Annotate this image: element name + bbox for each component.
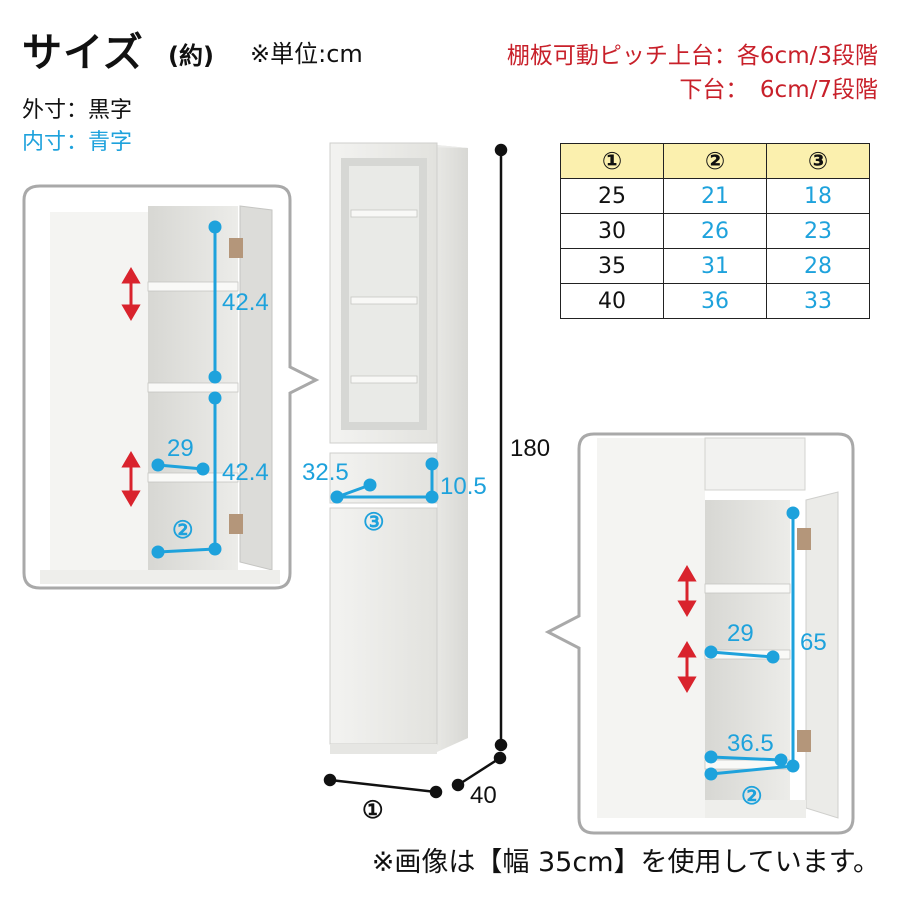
legend-inner: 内寸：青字 bbox=[22, 130, 133, 155]
approx-label: (約) bbox=[168, 42, 214, 70]
hinge-icon bbox=[229, 238, 243, 258]
drawer-width-label: 32.5 bbox=[302, 459, 349, 486]
table-cell: 26 bbox=[663, 213, 767, 249]
panel-cabinet-side bbox=[50, 212, 150, 570]
table-row: 35 31 28 bbox=[560, 248, 870, 284]
table-cell: 33 bbox=[766, 283, 870, 319]
panel-shelf bbox=[147, 281, 239, 292]
table-cell: 28 bbox=[766, 248, 870, 284]
hinge-icon bbox=[797, 528, 811, 550]
zoom-panel-upper bbox=[22, 184, 320, 590]
table-header-row: ① ② ③ bbox=[560, 143, 870, 179]
upper-shelf bbox=[350, 296, 418, 305]
upper-shelf bbox=[350, 209, 418, 218]
glass-inner bbox=[349, 166, 419, 422]
table-cell: 18 bbox=[766, 178, 870, 214]
hinge-icon bbox=[229, 514, 243, 534]
drawer bbox=[329, 452, 438, 504]
plinth bbox=[330, 744, 437, 754]
panel-base bbox=[705, 800, 806, 818]
panel-shelf bbox=[147, 472, 239, 483]
zoom-panel-lower bbox=[544, 432, 855, 835]
panel-dimension-lines bbox=[151, 220, 222, 559]
footer-note: ※画像は【幅 35cm】を使用しています。 bbox=[371, 847, 880, 878]
panel-drawer bbox=[704, 437, 806, 491]
panel-cabinet-side bbox=[597, 438, 705, 818]
table-cell: 30 bbox=[560, 213, 664, 249]
lower-height-label: 65 bbox=[800, 629, 827, 656]
table-cell: 40 bbox=[560, 283, 664, 319]
cabinet-side bbox=[437, 145, 468, 752]
adjust-arrow-icon bbox=[677, 565, 697, 693]
panel-open-door bbox=[805, 491, 839, 819]
table-cell: 23 bbox=[766, 213, 870, 249]
upper-marker: ② bbox=[172, 517, 194, 544]
table-cell: 36 bbox=[663, 283, 767, 319]
shelf-pitch-upper: 棚板可動ピッチ上台：各6cm/3段階 bbox=[506, 43, 878, 69]
hinge-icon bbox=[797, 730, 811, 752]
table-row: 40 36 33 bbox=[560, 283, 870, 319]
adjust-arrow-icon bbox=[121, 267, 141, 507]
upper-depth-label: 29 bbox=[167, 435, 194, 462]
table-header-cell: ② bbox=[663, 143, 767, 179]
panel-open-door bbox=[239, 205, 273, 571]
shelf-pitch-lower: 下台： 6cm/7段階 bbox=[679, 77, 878, 103]
panel-dimension-lines bbox=[704, 506, 800, 781]
table-row: 25 21 18 bbox=[560, 178, 870, 214]
lower-door bbox=[329, 507, 438, 745]
table-header-cell: ③ bbox=[766, 143, 870, 179]
drawer-marker: ③ bbox=[363, 509, 385, 536]
table-row: 30 26 23 bbox=[560, 213, 870, 249]
legend-outer: 外寸：黒字 bbox=[22, 98, 133, 123]
upper-shelf bbox=[350, 375, 418, 384]
drawer-dimension-lines bbox=[330, 457, 439, 504]
table-cell: 25 bbox=[560, 178, 664, 214]
drawer-height-label: 10.5 bbox=[440, 473, 487, 500]
upper-shelf-label: 42.4 bbox=[222, 289, 269, 316]
lower-marker: ② bbox=[741, 783, 763, 810]
panel-shelf bbox=[704, 583, 791, 594]
panel-base bbox=[40, 570, 280, 584]
lower-width-label: 36.5 bbox=[727, 730, 774, 757]
depth-label: 40 bbox=[470, 782, 497, 809]
lower-depth-label: 29 bbox=[727, 620, 754, 647]
size-table: ① ② ③ 25 21 18 30 26 23 35 31 28 40 36 3… bbox=[560, 143, 870, 319]
outer-dimension-lines bbox=[323, 143, 508, 799]
cabinet-main bbox=[329, 142, 468, 754]
upper-shelf-label: 42.4 bbox=[222, 459, 269, 486]
panel-shelf bbox=[147, 382, 239, 393]
unit-note: ※単位:cm bbox=[250, 40, 363, 68]
height-label: 180 bbox=[510, 435, 550, 462]
width-marker: ① bbox=[362, 797, 384, 824]
table-cell: 35 bbox=[560, 248, 664, 284]
page-title: サイズ bbox=[22, 30, 144, 76]
